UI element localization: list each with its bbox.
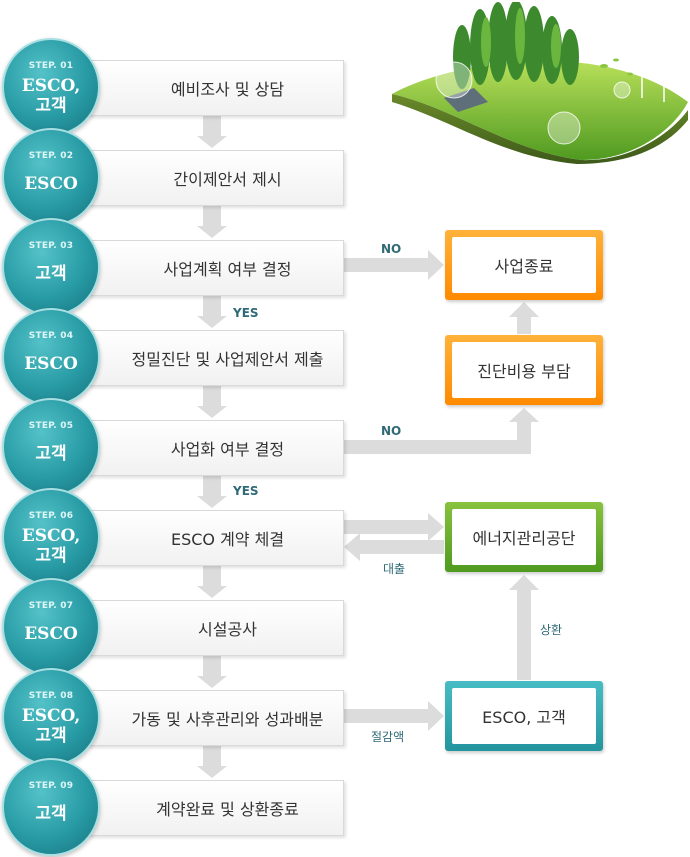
label-yes-step3: YES [233, 306, 259, 320]
esco-customer-box-label: ESCO, 고객 [452, 688, 596, 744]
step-8-actor: ESCO, 고객 [21, 706, 81, 746]
step-5-circle: STEP. 05 고객 [2, 398, 100, 496]
step-8-box: 가동 및 사후관리와 성과배분 [87, 690, 344, 746]
step-4-label: STEP. 04 [28, 331, 74, 341]
step-9-label: STEP. 09 [28, 781, 74, 791]
step-1-task: 예비조사 및 상담 [170, 80, 285, 99]
step-3-actor: 고객 [35, 264, 67, 284]
step-5-actor: 고객 [35, 444, 67, 464]
step-6-box: ESCO 계약 체결 [87, 510, 344, 566]
down-arrow-7 [197, 654, 227, 688]
down-arrow-3 [197, 294, 227, 328]
step-4-actor: ESCO [24, 354, 78, 374]
arrow-loan [344, 533, 444, 561]
arrow-step3-no [342, 250, 444, 280]
down-arrow-4 [197, 384, 227, 418]
down-arrow-1 [197, 114, 227, 148]
wind-turbines [641, 64, 665, 102]
diag-cost-box-label: 진단비용 부담 [452, 342, 596, 398]
arrow-repay [509, 575, 539, 680]
step-7-circle: STEP. 07 ESCO [2, 578, 100, 676]
down-arrow-8 [197, 744, 227, 778]
step-1-circle: STEP. 01 ESCO, 고객 [2, 38, 100, 136]
step-3-label: STEP. 03 [28, 241, 74, 251]
step-8-circle: STEP. 08 ESCO, 고객 [2, 668, 100, 766]
step-8-task: 가동 및 사후관리와 성과배분 [131, 710, 324, 729]
solar-panel [444, 88, 488, 112]
step-9-actor: 고객 [35, 804, 67, 824]
label-yes-step5: YES [233, 484, 259, 498]
step-4-circle: STEP. 04 ESCO [2, 308, 100, 406]
leaves [600, 58, 633, 76]
step-6-task: ESCO 계약 체결 [170, 530, 285, 549]
step-6-actor: ESCO, 고객 [21, 526, 81, 566]
eco-landscape-illustration [392, 2, 688, 164]
label-no-step3: NO [381, 242, 402, 256]
tree-highlights [481, 8, 561, 68]
arrow-step6-to-agency [342, 513, 444, 541]
arrow-savings [342, 701, 444, 731]
step-9-task: 계약완료 및 상환종료 [156, 800, 299, 819]
end-box-label: 사업종료 [452, 237, 596, 293]
bubbles [435, 61, 631, 145]
step-7-actor: ESCO [24, 624, 78, 644]
end-box: 사업종료 [445, 230, 603, 300]
label-loan: 대출 [383, 562, 406, 576]
step-3-box: 사업계획 여부 결정 [87, 240, 344, 296]
step-2-circle: STEP. 02 ESCO [2, 128, 100, 226]
step-9-circle: STEP. 09 고객 [2, 758, 100, 856]
step-7-box: 시설공사 [87, 600, 344, 656]
ground-surface [392, 61, 688, 160]
step-2-actor: ESCO [24, 174, 78, 194]
step-5-box: 사업화 여부 결정 [87, 420, 344, 476]
esco-customer-box: ESCO, 고객 [445, 681, 603, 751]
step-5-label: STEP. 05 [28, 421, 74, 431]
down-arrow-5 [197, 474, 227, 508]
step-4-box: 정밀진단 및 사업제안서 제출 [87, 330, 344, 386]
step-8-label: STEP. 08 [28, 691, 74, 701]
step-6-circle: STEP. 06 ESCO, 고객 [2, 488, 100, 586]
arrow-cost-to-end [509, 302, 539, 334]
step-9-box: 계약완료 및 상환종료 [87, 780, 344, 836]
step-2-box: 간이제안서 제시 [87, 150, 344, 206]
down-arrow-2 [197, 204, 227, 238]
diag-cost-box: 진단비용 부담 [445, 335, 603, 405]
agency-box: 에너지관리공단 [445, 502, 603, 572]
down-arrow-6 [197, 564, 227, 598]
arrow-step5-no [342, 408, 539, 454]
step-7-task: 시설공사 [198, 620, 257, 639]
step-2-task: 간이제안서 제시 [173, 170, 282, 189]
step-2-label: STEP. 02 [28, 151, 74, 161]
step-4-task: 정밀진단 및 사업제안서 제출 [131, 350, 324, 369]
step-7-label: STEP. 07 [28, 601, 74, 611]
agency-box-label: 에너지관리공단 [452, 509, 596, 565]
label-savings: 절감액 [371, 730, 405, 744]
step-6-label: STEP. 06 [28, 511, 74, 521]
label-no-step5: NO [381, 424, 402, 438]
step-1-label: STEP. 01 [28, 61, 74, 71]
step-3-task: 사업계획 여부 결정 [163, 260, 292, 279]
step-3-circle: STEP. 03 고객 [2, 218, 100, 316]
step-1-box: 예비조사 및 상담 [87, 60, 344, 116]
step-5-task: 사업화 여부 결정 [170, 440, 285, 459]
label-repay: 상환 [540, 623, 563, 637]
step-1-actor: ESCO, 고객 [21, 76, 81, 116]
